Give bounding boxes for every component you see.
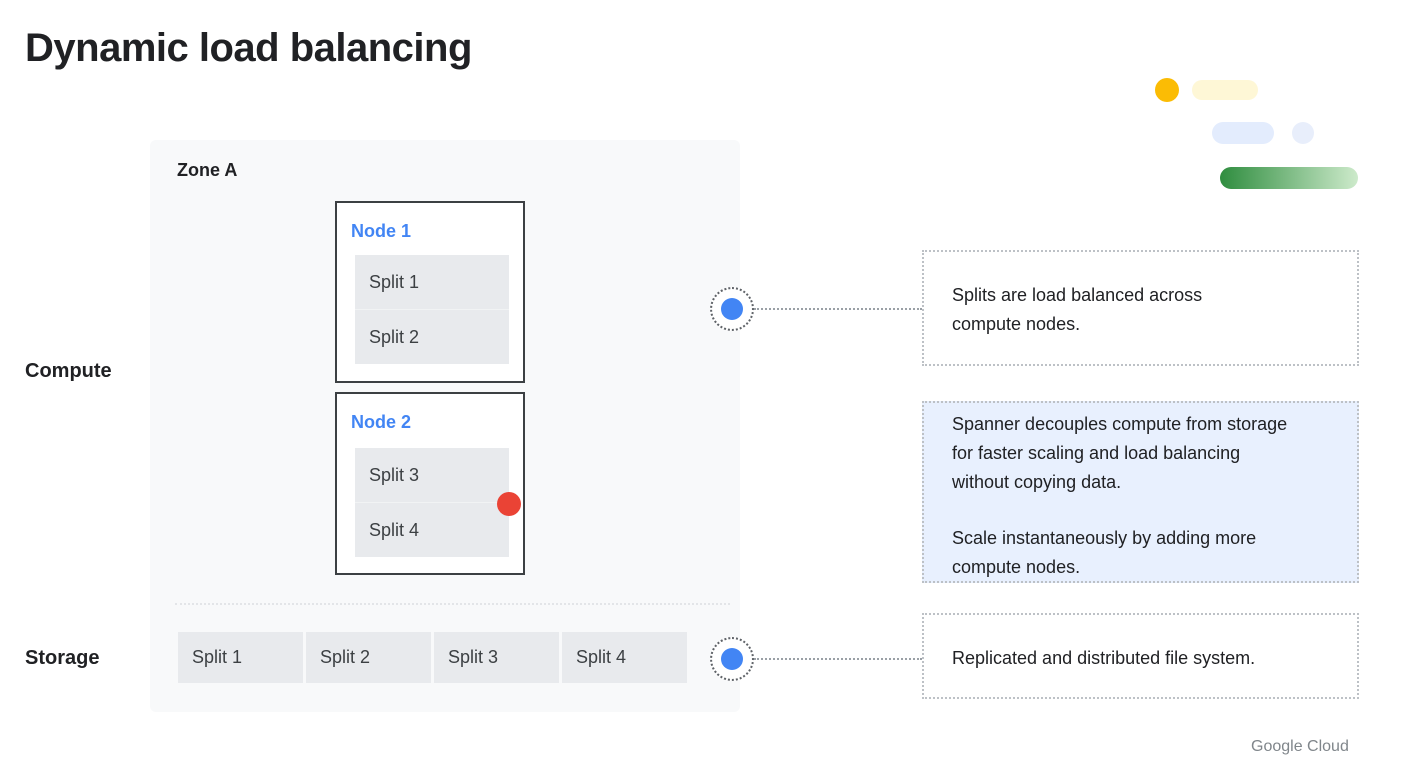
green-bar-decoration xyxy=(1220,167,1358,189)
storage-split: Split 3 xyxy=(434,632,559,683)
load-balanced-text: Splits are load balanced across compute … xyxy=(952,285,1203,334)
load-balanced-callout: Splits are load balanced across compute … xyxy=(922,250,1359,366)
storage-marker-dot xyxy=(721,648,743,670)
storage-text: Replicated and distributed file system. xyxy=(952,648,1256,668)
compute-storage-divider xyxy=(175,603,730,605)
blue-dot-decoration xyxy=(1292,122,1314,144)
yellow-dot-decoration xyxy=(1155,78,1179,102)
scale-text: Scale instantaneously by adding more com… xyxy=(952,528,1257,577)
storage-connector xyxy=(754,658,922,660)
node-split: Split 2 xyxy=(355,309,509,364)
slide-title: Dynamic load balancing xyxy=(25,26,472,70)
node-2-box: Node 2 Split 3 Split 4 xyxy=(335,392,525,575)
decouple-text: Spanner decouples compute from storage f… xyxy=(952,414,1288,492)
google-cloud-logo-text: Google Cloud xyxy=(1251,738,1349,755)
node-2-splits: Split 3 Split 4 xyxy=(355,448,509,557)
node-1-splits: Split 1 Split 2 xyxy=(355,255,509,364)
compute-marker-dot xyxy=(721,298,743,320)
compute-connector xyxy=(754,308,922,310)
storage-label: Storage xyxy=(25,647,100,669)
storage-marker xyxy=(710,637,754,681)
node-split: Split 4 xyxy=(355,502,509,557)
hot-split-indicator xyxy=(497,492,521,516)
storage-split: Split 4 xyxy=(562,632,687,683)
node-2-title: Node 2 xyxy=(351,412,412,432)
yellow-bar-decoration xyxy=(1192,80,1258,100)
node-1-box: Node 1 Split 1 Split 2 xyxy=(335,201,525,383)
storage-callout: Replicated and distributed file system. xyxy=(922,613,1359,699)
decouple-callout: Spanner decouples compute from storage f… xyxy=(922,401,1359,583)
zone-label: Zone A xyxy=(177,160,238,180)
compute-label: Compute xyxy=(25,360,112,382)
node-1-title: Node 1 xyxy=(351,221,412,241)
node-split: Split 1 xyxy=(369,272,420,292)
storage-split: Split 1 xyxy=(178,632,303,683)
node-split: Split 3 xyxy=(369,465,420,485)
storage-splits: Split 1 Split 2 Split 3 Split 4 xyxy=(178,632,687,683)
blue-bar-decoration xyxy=(1212,122,1274,144)
compute-marker xyxy=(710,287,754,331)
storage-split: Split 2 xyxy=(306,632,431,683)
